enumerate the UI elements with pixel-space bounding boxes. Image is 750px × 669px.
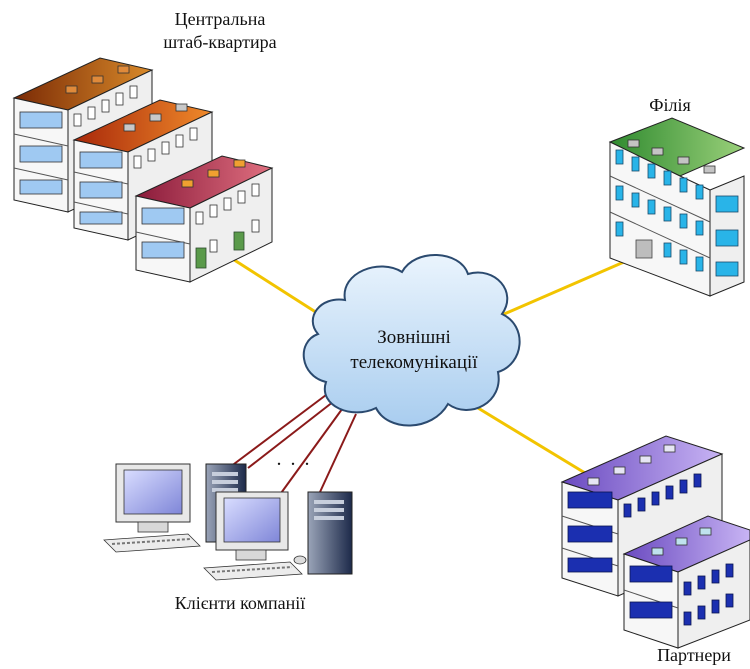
connections [217, 253, 641, 501]
clients-label: Клієнти компанії [174, 593, 306, 613]
monitor-icon-1 [103, 463, 201, 553]
client-link-2 [247, 397, 339, 469]
partners-label: Партнери [657, 645, 731, 665]
hq-label: Центральна штаб-квартира [150, 8, 290, 55]
branch-building-icon [608, 117, 746, 297]
client-computers-icon [103, 463, 353, 581]
hq-building-icon [12, 57, 274, 283]
link-partners [477, 406, 591, 478]
branch-label: Філія [649, 95, 691, 115]
hq-building-3 [134, 155, 274, 283]
cloud-icon [302, 254, 521, 427]
client-link-3 [275, 404, 346, 501]
partners-building-icon [560, 435, 750, 649]
link-branch [494, 253, 641, 320]
partner-building-2 [622, 515, 750, 649]
more-clients-dots: . . . [276, 448, 312, 470]
server-tower-icon-2 [307, 491, 353, 575]
link-hq [227, 254, 326, 320]
client-link-4 [319, 413, 357, 493]
cloud-label-line-1: Зовнішні [377, 327, 451, 348]
client-link-1 [217, 391, 331, 477]
cloud-label: Зовнішні телекомунікації [326, 326, 502, 375]
cloud-label-line-2: телекомунікації [350, 351, 478, 373]
hq-label-line-1: Центральна [174, 9, 266, 29]
monitor-icon-2 [203, 491, 307, 581]
hq-label-line-2: штаб-квартира [163, 32, 277, 53]
